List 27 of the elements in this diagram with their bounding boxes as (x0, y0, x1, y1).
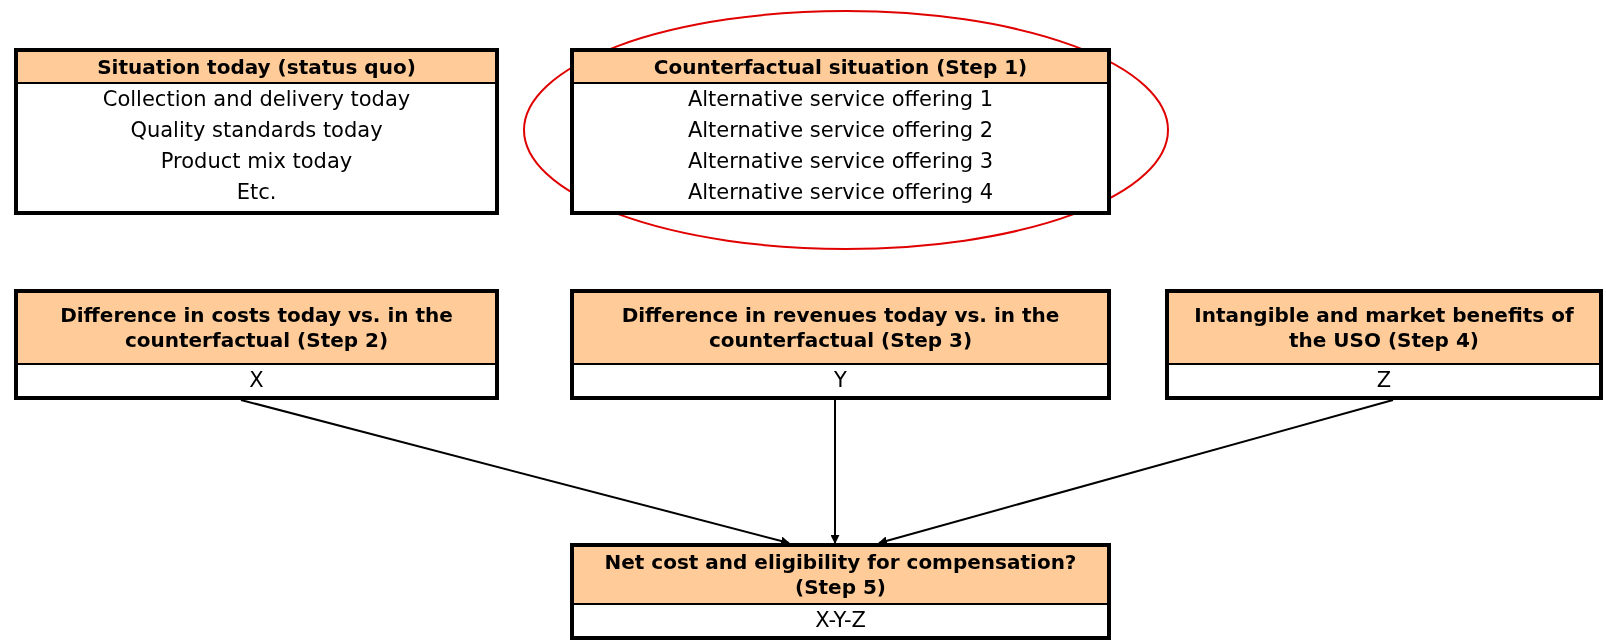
box-item: Y (833, 367, 848, 394)
box-item: Etc. (235, 179, 278, 206)
box-item: Alternative service offering 3 (686, 148, 995, 175)
box-item: Z (1375, 367, 1393, 394)
box-heading: Situation today (status quo) (18, 52, 495, 84)
arrow (240, 399, 790, 546)
box-heading: Difference in costs today vs. in the counterfactual (Step 2) (18, 293, 495, 365)
table-box (570, 289, 1111, 400)
box-heading: Net cost and eligibility for compensation? (Step 5) (574, 547, 1107, 605)
table-box (570, 543, 1111, 640)
box-heading: Intangible and market benefits of the USO (Step 4) (1169, 293, 1599, 365)
box-heading: Difference in revenues today vs. in the counterfactual (Step 3) (574, 293, 1107, 365)
table-box (570, 48, 1111, 215)
box-item: Alternative service offering 4 (686, 179, 995, 206)
table-box (14, 289, 499, 400)
box-item: X-Y-Z (814, 607, 867, 634)
box-item: Product mix today (159, 148, 354, 175)
arrow (830, 399, 840, 544)
box-item: Alternative service offering 2 (686, 117, 995, 144)
box-item: X (248, 367, 265, 394)
box-item: Quality standards today (129, 117, 384, 144)
box-item: Alternative service offering 1 (686, 86, 995, 113)
table-box (14, 48, 499, 215)
box-heading: Counterfactual situation (Step 1) (574, 52, 1107, 84)
arrow (878, 399, 1394, 546)
table-box (1165, 289, 1603, 400)
box-item: Collection and delivery today (101, 86, 412, 113)
